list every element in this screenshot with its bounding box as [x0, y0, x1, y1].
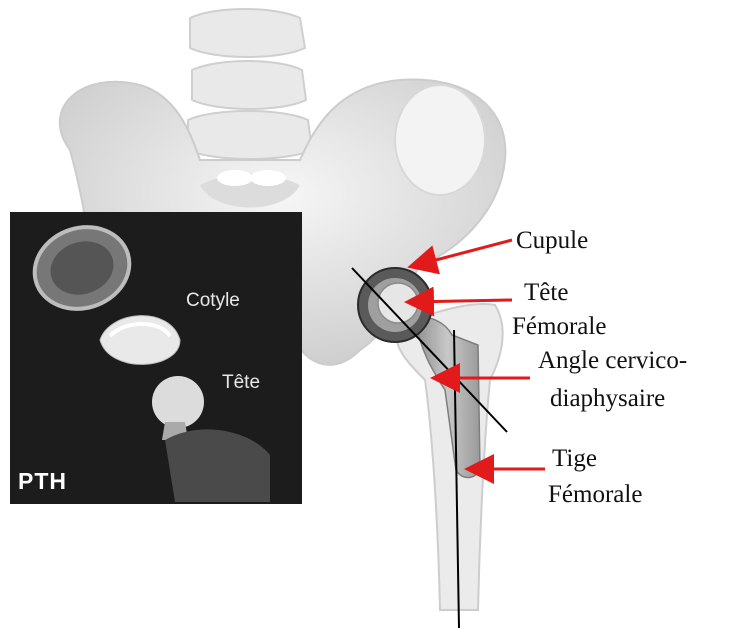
label-tige-line1: Tige — [552, 444, 597, 473]
prosthesis-inset — [10, 212, 302, 504]
inset-label-tete: Tête — [222, 372, 260, 394]
label-cupule: Cupule — [516, 226, 588, 255]
inset-badge-pth: PTH — [18, 468, 67, 494]
vertebrae — [188, 9, 312, 159]
label-tete-line2: Fémorale — [512, 312, 606, 341]
inset-label-cotyle: Cotyle — [186, 290, 240, 312]
label-tete-line1: Tête — [524, 278, 568, 307]
arrow-tete — [410, 300, 512, 302]
label-angle-line2: diaphysaire — [550, 384, 665, 413]
label-tige-line2: Fémorale — [548, 480, 642, 509]
label-angle-line1: Angle cervico- — [538, 346, 687, 375]
